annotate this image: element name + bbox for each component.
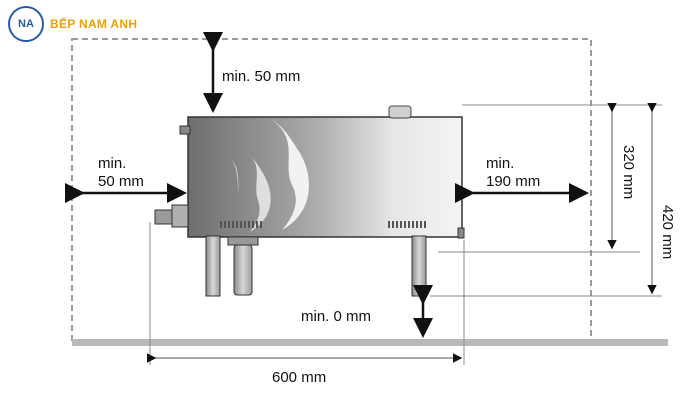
water-filter: [233, 244, 253, 296]
right-clearance-label-line2: 190 mm: [486, 173, 540, 190]
total-height-label: 420 mm: [659, 205, 676, 259]
right-leg: [411, 235, 427, 297]
brand-logo: NA BẾP NAM ANH: [8, 6, 137, 42]
top-clearance-label: min. 50 mm: [222, 68, 300, 85]
logo-mark-icon: NA: [8, 6, 44, 42]
left-leg: [205, 235, 221, 297]
right-clearance-label-line1: min.: [486, 155, 514, 172]
left-clearance-label-line1: min.: [98, 155, 126, 172]
left-clearance-label-line2: 50 mm: [98, 173, 144, 190]
body-height-label: 320 mm: [620, 145, 637, 199]
sauna-heater: [154, 105, 465, 297]
width-label: 600 mm: [272, 369, 326, 386]
floor: [72, 339, 668, 346]
bottom-clearance-label: min. 0 mm: [301, 308, 371, 325]
brand-name: BẾP NAM ANH: [50, 17, 138, 31]
